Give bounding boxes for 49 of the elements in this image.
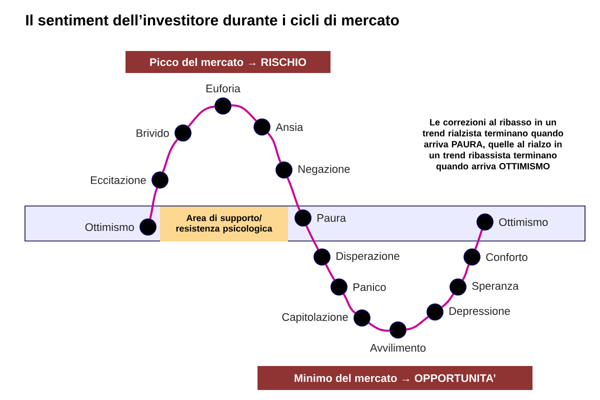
stage-label: Ottimismo <box>499 218 548 226</box>
stage-label: Depressione <box>450 306 510 318</box>
curve-line <box>325 264 336 280</box>
stage-dot <box>254 118 270 136</box>
stage-dot <box>294 210 312 226</box>
stage-dot <box>214 98 232 114</box>
stage-label: Speranza <box>472 282 519 292</box>
stage-label: Negazione <box>298 164 350 176</box>
stage-dot <box>152 172 168 188</box>
stage-label: Conforto <box>486 252 528 262</box>
stage-dot <box>426 304 444 320</box>
note: Le correzioni al ribasso in un trend rialzista terminano quando arriva PAURA, quelle al rialzo in un trend ribassista terminano quando arriva OTTIMISMO <box>422 118 564 172</box>
curve-line <box>474 230 483 250</box>
curve-line <box>267 132 282 163</box>
stage-label: Panico <box>354 282 386 292</box>
stage-dot <box>140 218 156 236</box>
curve-line <box>286 177 301 211</box>
stage-dot <box>390 322 406 338</box>
stage-label: Avvilimento <box>370 344 426 352</box>
curve-line <box>162 138 178 172</box>
stage-label: Ottimismo <box>85 222 134 232</box>
stage-label: Ansia <box>276 122 304 132</box>
curve-line <box>462 264 470 281</box>
stage-dot <box>476 214 494 230</box>
banner-box: Picco del mercato → RISCHIO <box>126 51 330 73</box>
curve-line <box>406 316 429 330</box>
stage-dot <box>314 248 330 266</box>
stage-dot <box>174 124 192 142</box>
curve-line <box>231 104 257 122</box>
curve-line <box>188 106 215 128</box>
stage-dot <box>464 248 480 266</box>
stage-label: Capitolazione <box>282 312 348 324</box>
stage-dot <box>330 278 348 296</box>
banner-box: Minimo del mercato → OPPORTUNITA’ <box>258 366 532 390</box>
curve-line <box>368 322 390 332</box>
stage-label: Disperazione <box>336 252 400 262</box>
highlight-box: Area di supporto/ resistenza psicologica <box>160 206 288 242</box>
title: Il sentiment dell’investitore durante i cicli di mercato <box>26 14 399 26</box>
stage-label: Brivido <box>136 128 169 138</box>
stage-label: Euforia <box>206 84 240 92</box>
curve-line <box>306 225 320 250</box>
stage-dot <box>354 310 370 326</box>
curve-line <box>342 294 356 314</box>
stage-label: Paura <box>318 214 346 222</box>
stage-label: Eccitazione <box>91 176 146 184</box>
curve-line <box>149 188 158 220</box>
curve-line <box>441 293 454 308</box>
stage-dot <box>450 278 466 296</box>
stage-dot <box>276 162 292 178</box>
